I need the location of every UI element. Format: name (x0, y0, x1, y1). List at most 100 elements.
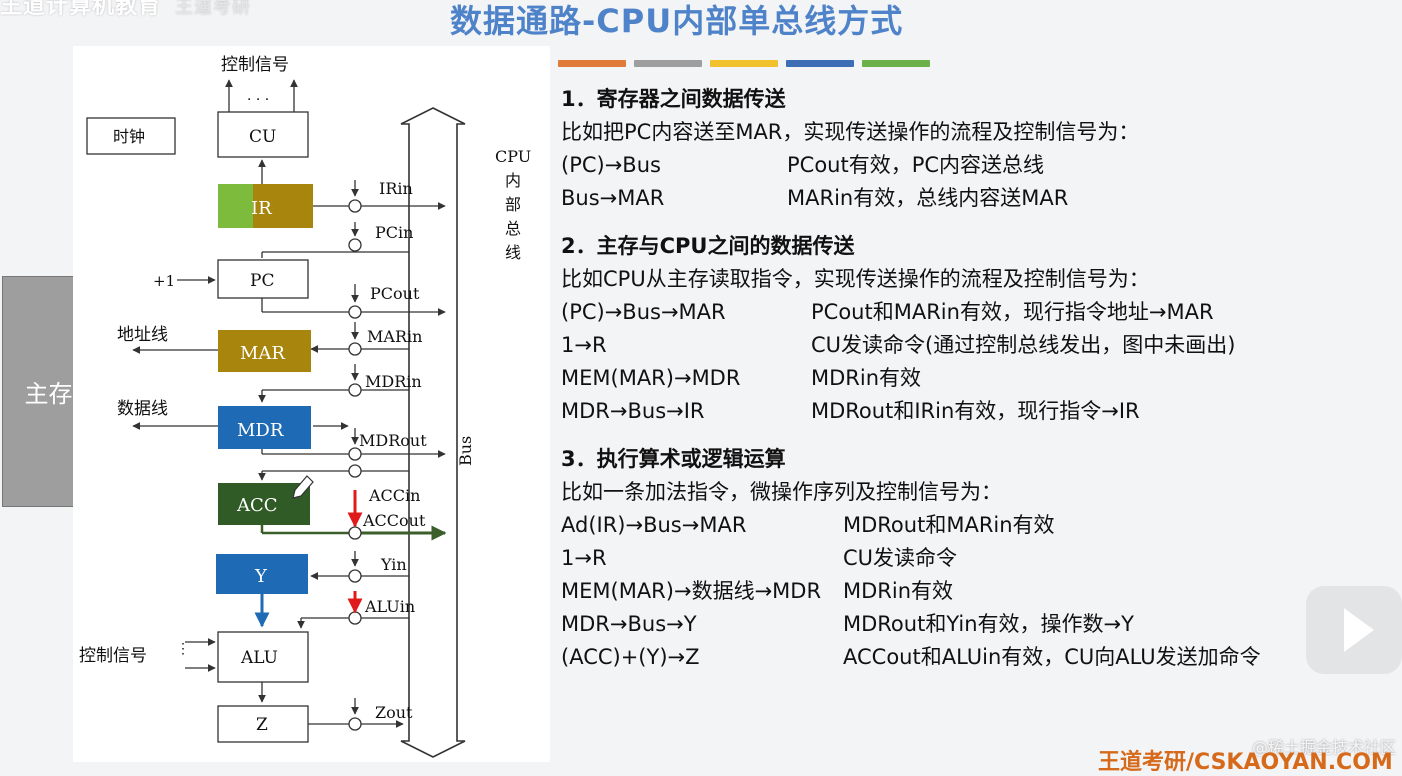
micro-op-desc: MDRout和MARin有效 (843, 513, 1055, 537)
title-color-bars (558, 60, 930, 67)
section-intro: 比如CPU从主存读取指令，实现传送操作的流程及控制信号为： (561, 267, 1150, 291)
micro-op-row: (PC)→Bus PCout有效，PC内容送总线 (561, 149, 1261, 182)
section-register-transfer: 1．寄存器之间数据传送 比如把PC内容送至MAR，实现传送操作的流程及控制信号为… (561, 83, 1261, 215)
clock-label: 时钟 (113, 127, 145, 146)
micro-op-row: MEM(MAR)→MDR MDRin有效 (561, 362, 1261, 395)
signal-aluin: ALUin (364, 597, 415, 616)
cpu-bus-title-cpu: CPU (495, 147, 531, 166)
color-bar (862, 60, 930, 67)
cpu-bus-title-ch2: 部 (505, 195, 521, 214)
signal-marin: MARin (367, 327, 422, 346)
color-bar (710, 60, 778, 67)
alu-box (217, 631, 309, 683)
y-box (216, 554, 308, 594)
micro-op: (PC)→Bus→MAR (561, 300, 726, 324)
main-memory-label: 主存 (24, 380, 73, 408)
micro-op-desc: MDRout和Yin有效，操作数→Y (843, 612, 1134, 636)
micro-op-desc: PCout有效，PC内容送总线 (787, 153, 1045, 177)
section-heading: 3．执行算术或逻辑运算 (561, 447, 786, 471)
cpu-bus-title-ch3: 总 (505, 219, 521, 238)
micro-op: 1→R (561, 333, 607, 357)
slide-title: 数据通路-CPU内部单总线方式 (450, 2, 904, 40)
explanation-content: 1．寄存器之间数据传送 比如把PC内容送至MAR，实现传送操作的流程及控制信号为… (561, 83, 1261, 689)
mar-label: MAR (240, 343, 285, 364)
section-heading: 2．主存与CPU之间的数据传送 (561, 234, 855, 258)
clock-box (86, 117, 176, 155)
micro-op-desc: CU发读命令 (843, 546, 958, 570)
mdr-box (218, 406, 311, 449)
micro-op: (ACC)+(Y)→Z (561, 645, 700, 669)
micro-op-desc: CU发读命令(通过控制总线发出，图中未画出) (811, 333, 1236, 357)
micro-op: 1→R (561, 546, 607, 570)
datapath-diagram: Bus CPU 内 部 总 线 控制信号 · · · 时钟 CU IR IRin… (73, 46, 550, 762)
signal-accin: ACCin (368, 486, 420, 505)
micro-op: Bus→MAR (561, 186, 665, 210)
ir-box-right (253, 184, 313, 228)
section-heading: 1．寄存器之间数据传送 (561, 87, 786, 111)
micro-op: MDR→Bus→IR (561, 399, 705, 423)
y-label: Y (254, 566, 268, 587)
mar-box (218, 330, 311, 372)
color-bar (786, 60, 854, 67)
datapath-svg: Bus CPU 内 部 总 线 控制信号 · · · 时钟 CU IR IRin… (79, 55, 531, 758)
micro-op-desc: MDRin有效 (843, 579, 954, 603)
micro-op: Ad(IR)→Bus→MAR (561, 513, 747, 537)
ir-label: IR (251, 198, 272, 219)
control-signal-left-dots: ⋮ (176, 641, 190, 657)
micro-op-desc: MARin有效，总线内容送MAR (787, 186, 1069, 210)
z-box (217, 705, 309, 743)
bus-arrow (400, 107, 466, 758)
z-label: Z (256, 715, 268, 735)
micro-op: MEM(MAR)→数据线→MDR (561, 579, 822, 603)
signal-yin: Yin (380, 555, 407, 574)
play-icon (1344, 608, 1374, 652)
brand-name: 王道计算机教育 (0, 0, 162, 19)
micro-op-row: MDR→Bus→Y MDRout和Yin有效，操作数→Y (561, 608, 1261, 641)
cpu-bus-title-ch4: 线 (505, 243, 521, 262)
micro-op-desc: ACCout和ALUin有效，CU向ALU发送加命令 (843, 645, 1261, 669)
brand-footer: 王道考研/CSKAOYAN.COM (1098, 750, 1393, 775)
section-intro: 比如把PC内容送至MAR，实现传送操作的流程及控制信号为： (561, 120, 1140, 144)
micro-op: MDR→Bus→Y (561, 612, 697, 636)
section-memory-cpu-transfer: 2．主存与CPU之间的数据传送 比如CPU从主存读取指令，实现传送操作的流程及控… (561, 230, 1261, 428)
brand-sub: 王道考研 (175, 0, 252, 18)
address-line-label: 地址线 (117, 325, 168, 345)
micro-op: MEM(MAR)→MDR (561, 366, 741, 390)
signal-pcout: PCout (370, 284, 420, 303)
micro-op-row: Ad(IR)→Bus→MAR MDRout和MARin有效 (561, 509, 1261, 542)
micro-op-row: (ACC)+(Y)→Z ACCout和ALUin有效，CU向ALU发送加命令 (561, 641, 1261, 674)
control-signal-top-label: 控制信号 (221, 55, 289, 75)
cpu-bus-title-ch1: 内 (505, 171, 521, 190)
data-line-label: 数据线 (117, 399, 168, 419)
micro-op-row: Bus→MAR MARin有效，总线内容送MAR (561, 182, 1261, 215)
color-bar (558, 60, 626, 67)
cu-label: CU (249, 127, 276, 147)
micro-op-desc: PCout和MARin有效，现行指令地址→MAR (811, 300, 1214, 324)
micro-op-row: (PC)→Bus→MAR PCout和MARin有效，现行指令地址→MAR (561, 296, 1261, 329)
ir-box-left (218, 184, 254, 228)
video-play-button[interactable] (1306, 586, 1402, 674)
section-arithmetic-op: 3．执行算术或逻辑运算 比如一条加法指令，微操作序列及控制信号为： Ad(IR)… (561, 443, 1261, 674)
signal-zout: Zout (375, 703, 413, 722)
bus-label: Bus (456, 436, 475, 466)
micro-op-desc: MDRout和IRin有效，现行指令→IR (811, 399, 1140, 423)
signal-accout: ACCout (362, 511, 426, 530)
section-intro: 比如一条加法指令，微操作序列及控制信号为： (561, 480, 1002, 504)
pencil-icon (292, 475, 314, 499)
micro-op: (PC)→Bus (561, 153, 661, 177)
control-signal-left-label: 控制信号 (79, 646, 147, 666)
alu-label: ALU (240, 648, 278, 668)
mdr-label: MDR (237, 420, 284, 441)
signal-pcin: PCin (375, 223, 413, 242)
micro-op-row: 1→R CU发读命令 (561, 542, 1261, 575)
pc-label: PC (250, 271, 274, 291)
signal-irin: IRin (379, 179, 413, 198)
cu-box (217, 111, 309, 158)
micro-op-row: MDR→Bus→IR MDRout和IRin有效，现行指令→IR (561, 395, 1261, 428)
control-signal-top-dots: · · · (247, 92, 269, 108)
micro-op-row: 1→R CU发读命令(通过控制总线发出，图中未画出) (561, 329, 1261, 362)
signal-mdrin: MDRin (365, 372, 422, 391)
plus-one-label: +1 (153, 272, 175, 290)
micro-op-desc: MDRin有效 (811, 366, 922, 390)
acc-label: ACC (236, 495, 278, 516)
